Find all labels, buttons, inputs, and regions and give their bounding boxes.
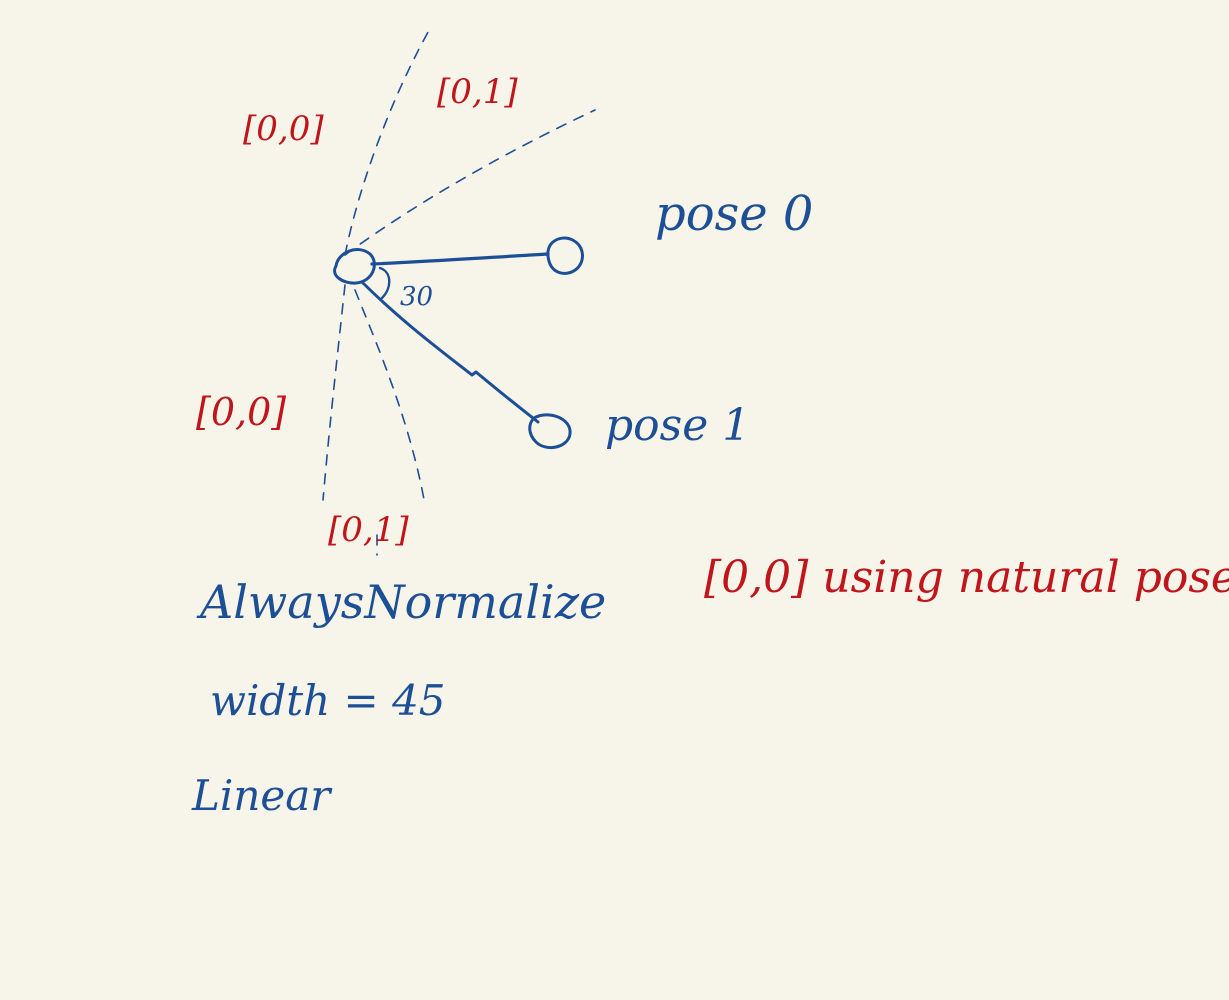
region-label-upper-left: [0,0] <box>243 109 324 149</box>
root-joint <box>333 248 376 285</box>
pose-0-label: pose 0 <box>655 186 813 242</box>
boundary-line-lower-right <box>354 289 426 506</box>
boundary-line-upper-left <box>344 24 433 256</box>
interpolation-setting: Linear <box>191 771 333 820</box>
boundary-line-lower-left <box>322 284 346 501</box>
region-label-upper-right: [0,1] <box>437 72 518 112</box>
region-boundaries <box>322 24 596 556</box>
pose-1-joint <box>528 413 572 450</box>
bone-pose-1 <box>360 280 540 424</box>
mode-setting: AlwaysNormalize <box>196 575 606 629</box>
region-label-lower-right: [0,1] <box>328 510 409 550</box>
pose-0-joint <box>546 236 584 275</box>
pose-1-label: pose 1 <box>605 400 750 451</box>
natural-pose-note: [0,0] using natural pose <box>704 552 1229 603</box>
angle-arc <box>378 266 391 300</box>
width-setting: width = 45 <box>210 676 446 725</box>
bone-pose-0 <box>370 252 550 266</box>
angle-label: 30 <box>400 282 433 312</box>
region-label-lower-left: [0,0] <box>196 390 286 434</box>
bone-diagram <box>333 236 584 450</box>
boundary-line-upper-right <box>344 109 596 256</box>
